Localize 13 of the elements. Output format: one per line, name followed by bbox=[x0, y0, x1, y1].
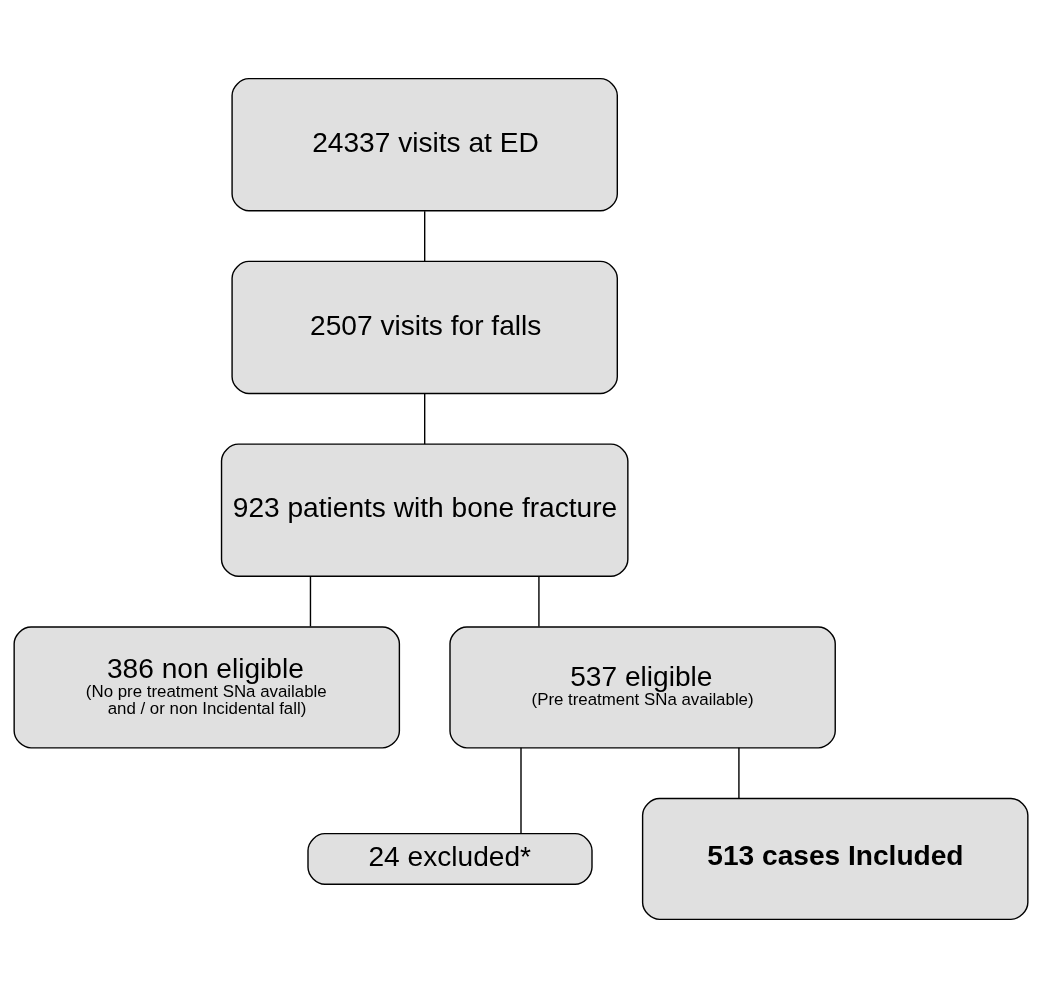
connector bbox=[538, 576, 540, 628]
connector bbox=[424, 210, 426, 263]
node-box: 923 patients with bone fracture bbox=[220, 443, 629, 578]
node-box: 386 non eligible (No pre treatment SNa available and / or non Incidental fall) bbox=[13, 626, 401, 749]
connector bbox=[309, 576, 312, 628]
node-box: 24 excluded* bbox=[307, 832, 593, 885]
node-box: 2507 visits for falls bbox=[231, 260, 618, 395]
connector bbox=[738, 747, 740, 800]
node-box: 537 eligible (Pre treatment SNa available) bbox=[449, 626, 836, 749]
node-box: 24337 visits at ED bbox=[231, 77, 618, 212]
connector bbox=[424, 393, 426, 445]
connector bbox=[520, 747, 522, 835]
node-box: 513 cases Included bbox=[641, 797, 1029, 921]
